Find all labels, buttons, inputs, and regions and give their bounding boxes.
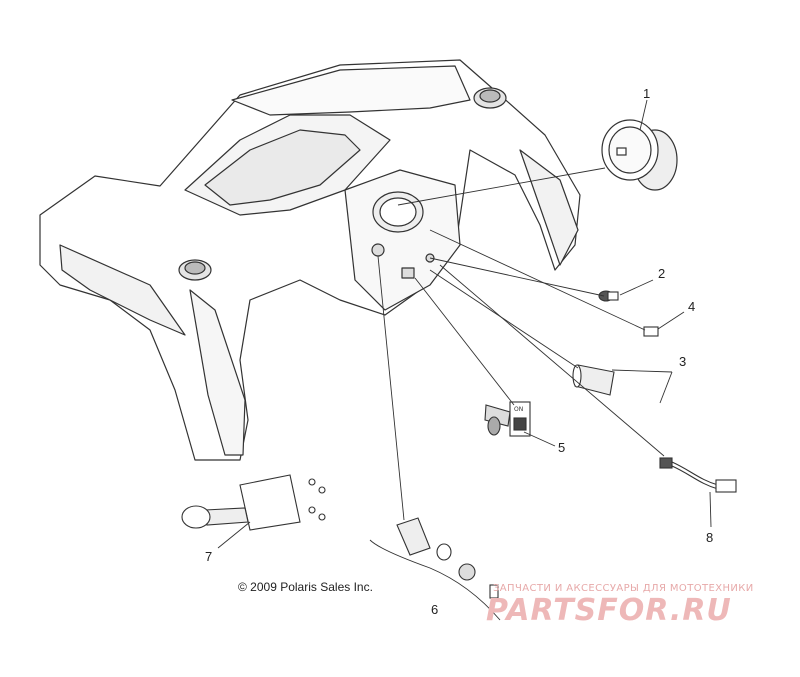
rocker-switch-part bbox=[509, 401, 531, 437]
leader-lines bbox=[217, 99, 712, 621]
gauge-part bbox=[601, 119, 678, 191]
callout-4: 4 bbox=[688, 299, 696, 314]
wire-harness-part bbox=[659, 457, 737, 493]
indicator-lamp-part bbox=[598, 290, 619, 302]
headlight-switch-part bbox=[181, 474, 326, 531]
callout-3: 3 bbox=[679, 354, 687, 369]
callout-8: 8 bbox=[706, 530, 714, 545]
callout-2: 2 bbox=[658, 266, 666, 281]
copyright-text: © 2009 Polaris Sales Inc. bbox=[238, 580, 373, 594]
callout-1: 1 bbox=[643, 86, 651, 101]
center-console bbox=[344, 169, 461, 311]
clip-part bbox=[643, 326, 659, 337]
watermark-tagline: ЗАПЧАСТИ И АКСЕССУАРЫ ДЛЯ МОТОТЕХНИКИ bbox=[493, 583, 754, 594]
switch-label: ON bbox=[514, 406, 524, 413]
callout-7: 7 bbox=[205, 549, 213, 564]
callout-6: 6 bbox=[431, 602, 439, 617]
key-switch-part bbox=[396, 517, 499, 599]
power-outlet-part bbox=[484, 364, 615, 436]
watermark-logo: PARTSFOR.RU bbox=[486, 593, 732, 628]
callout-5: 5 bbox=[558, 440, 566, 455]
